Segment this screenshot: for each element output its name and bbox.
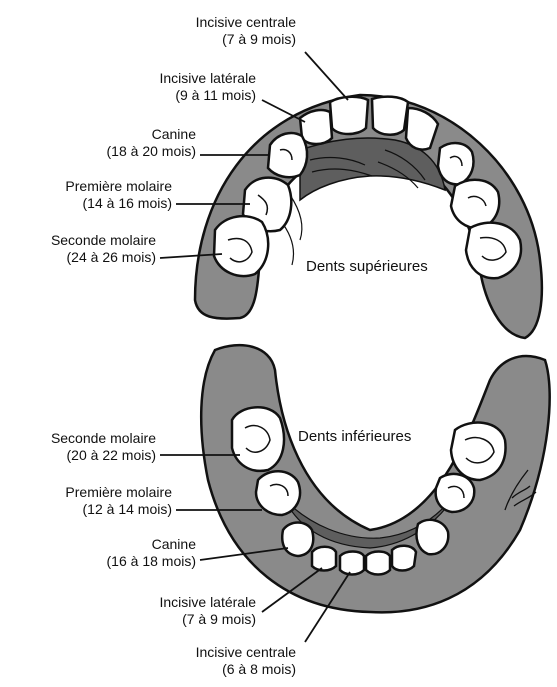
upper-left-central-incisor	[330, 97, 368, 134]
upper-arch	[195, 95, 542, 338]
label-upper-lateral-incisor: Incisive latérale (9 à 11 mois)	[84, 70, 256, 104]
lower-canine-name: Canine	[40, 536, 196, 553]
upper-central-incisor-name: Incisive centrale	[120, 14, 296, 31]
label-upper-central-incisor: Incisive centrale (7 à 9 mois)	[120, 14, 296, 48]
lower-lateral-incisor-name: Incisive latérale	[84, 594, 256, 611]
label-upper-canine: Canine (18 à 20 mois)	[40, 126, 196, 160]
label-lower-canine: Canine (16 à 18 mois)	[40, 536, 196, 570]
label-upper-second-molar: Seconde molaire (24 à 26 mois)	[4, 232, 156, 266]
lower-central-incisor-age: (6 à 8 mois)	[120, 661, 296, 678]
upper-first-molar-age: (14 à 16 mois)	[10, 195, 172, 212]
label-lower-lateral-incisor: Incisive latérale (7 à 9 mois)	[84, 594, 256, 628]
upper-second-molar-age: (24 à 26 mois)	[4, 249, 156, 266]
lower-second-molar-name: Seconde molaire	[4, 430, 156, 447]
label-lower-central-incisor: Incisive centrale (6 à 8 mois)	[120, 644, 296, 678]
upper-left-second-molar	[214, 216, 268, 276]
upper-right-first-molar	[451, 180, 499, 229]
lower-left-lateral-incisor	[312, 547, 336, 571]
lower-left-first-molar	[256, 471, 300, 515]
lower-right-first-molar	[436, 474, 475, 512]
lower-right-lateral-incisor	[392, 546, 416, 571]
lower-right-canine	[416, 520, 448, 554]
label-upper-first-molar: Première molaire (14 à 16 mois)	[10, 178, 172, 212]
upper-left-canine	[268, 133, 307, 177]
upper-second-molar-name: Seconde molaire	[4, 232, 156, 249]
upper-first-molar-name: Première molaire	[10, 178, 172, 195]
lower-left-canine	[282, 523, 313, 557]
upper-lateral-incisor-age: (9 à 11 mois)	[84, 87, 256, 104]
lower-canine-age: (16 à 18 mois)	[40, 553, 196, 570]
upper-central-incisor-age: (7 à 9 mois)	[120, 31, 296, 48]
leader-upper-lateral-incisor	[262, 100, 305, 122]
lower-arch-title: Dents inférieures	[298, 428, 411, 445]
upper-right-canine	[438, 143, 474, 184]
upper-arch-title: Dents supérieures	[306, 258, 428, 275]
leader-upper-central-incisor	[305, 52, 348, 100]
lower-left-second-molar	[232, 407, 284, 471]
lower-lateral-incisor-age: (7 à 9 mois)	[84, 611, 256, 628]
lower-right-second-molar	[451, 423, 506, 480]
lower-left-central-incisor	[340, 552, 364, 575]
upper-canine-age: (18 à 20 mois)	[40, 143, 196, 160]
label-lower-first-molar: Première molaire (12 à 14 mois)	[10, 484, 172, 518]
label-lower-second-molar: Seconde molaire (20 à 22 mois)	[4, 430, 156, 464]
upper-right-second-molar	[466, 223, 521, 279]
lower-arch	[201, 345, 549, 612]
lower-first-molar-age: (12 à 14 mois)	[10, 501, 172, 518]
lower-second-molar-age: (20 à 22 mois)	[4, 447, 156, 464]
upper-lateral-incisor-name: Incisive latérale	[84, 70, 256, 87]
upper-teeth	[214, 97, 521, 279]
lower-central-incisor-name: Incisive centrale	[120, 644, 296, 661]
lower-first-molar-name: Première molaire	[10, 484, 172, 501]
upper-canine-name: Canine	[40, 126, 196, 143]
lower-right-central-incisor	[366, 552, 390, 575]
upper-right-central-incisor	[372, 97, 408, 135]
